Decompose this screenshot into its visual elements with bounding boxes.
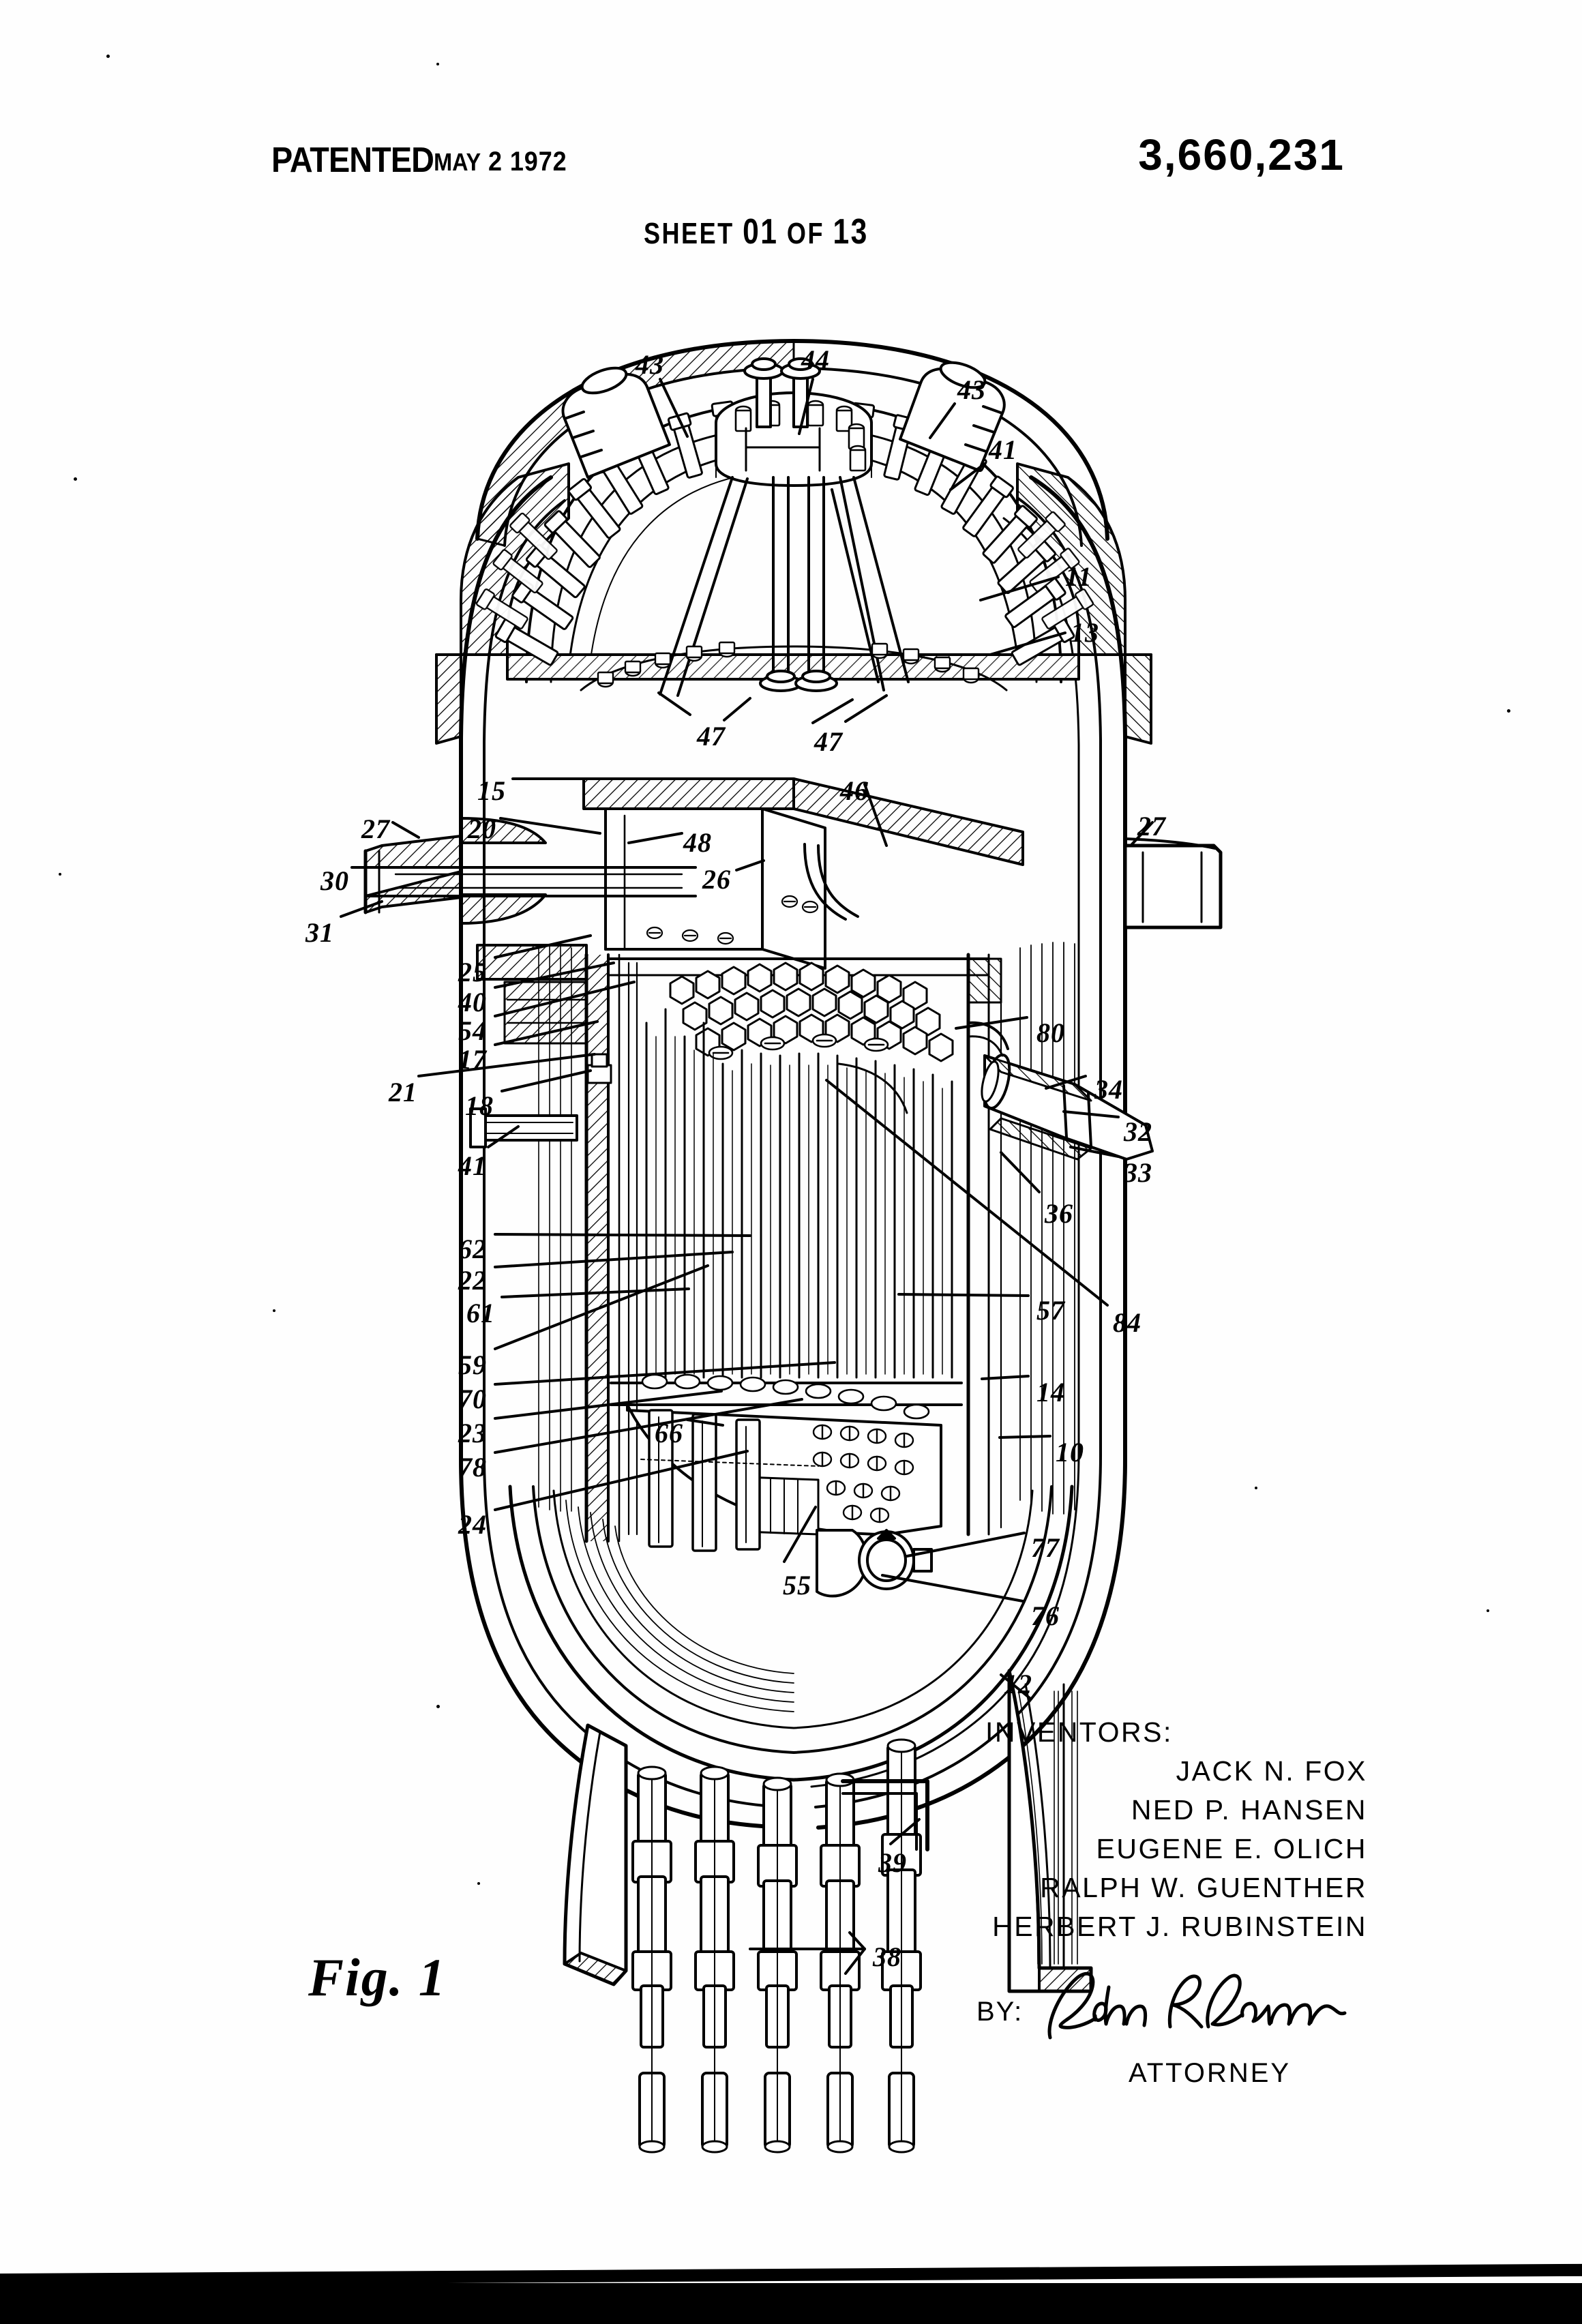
scan-speck — [59, 873, 61, 876]
callout-25: 25 — [458, 957, 487, 987]
patented-date-line: PATENTEDMAY 2 1972 — [271, 140, 567, 181]
callout-47: 47 — [814, 726, 843, 757]
patented-date: 2 1972 — [488, 147, 567, 177]
scan-speck — [273, 1309, 275, 1312]
callout-76: 76 — [1031, 1600, 1060, 1631]
inventors-block: INVENTORS: JACK N. FOX NED P. HANSEN EUG… — [985, 1713, 1367, 1946]
sheet-number: 01 — [743, 212, 779, 252]
callout-57: 57 — [1036, 1295, 1065, 1326]
callout-41: 41 — [458, 1150, 487, 1181]
callout-59: 59 — [458, 1350, 487, 1380]
callout-31: 31 — [305, 917, 334, 948]
sheet-line: SHEET 01 OF 13 — [644, 211, 869, 252]
callout-62: 62 — [458, 1234, 487, 1264]
inventors-title: INVENTORS: — [985, 1716, 1173, 1748]
callout-17: 17 — [458, 1044, 487, 1075]
callout-33: 33 — [1124, 1157, 1152, 1188]
callout-48: 48 — [683, 827, 712, 858]
attorney-by-label: BY: — [976, 1997, 1024, 2027]
callout-47: 47 — [697, 721, 726, 751]
callout-20: 20 — [468, 814, 496, 844]
callout-14: 14 — [1036, 1377, 1065, 1407]
callout-32: 32 — [1124, 1116, 1152, 1147]
callout-70: 70 — [458, 1384, 487, 1414]
callout-43: 43 — [957, 374, 986, 405]
attorney-role-label: ATTORNEY — [1129, 2058, 1292, 2088]
callout-38: 38 — [873, 1941, 901, 1972]
scan-speck — [477, 1882, 480, 1885]
inventor-name-2: NED P. HANSEN — [1131, 1794, 1367, 1826]
inventor-name-1: JACK N. FOX — [1176, 1755, 1367, 1787]
scan-speck — [74, 477, 77, 481]
callout-36: 36 — [1045, 1198, 1073, 1229]
callout-55: 55 — [783, 1570, 811, 1600]
scan-speck — [436, 1705, 440, 1708]
inventor-name-5: HERBERT J. RUBINSTEIN — [992, 1911, 1367, 1942]
callout-22: 22 — [458, 1265, 487, 1296]
callout-15: 15 — [477, 775, 506, 806]
attorney-signature — [1047, 1971, 1347, 2040]
scan-speck — [1507, 709, 1510, 713]
scan-speck — [436, 63, 439, 65]
callout-27: 27 — [361, 814, 390, 844]
callout-77: 77 — [1031, 1532, 1060, 1563]
callout-30: 30 — [320, 865, 349, 896]
callout-84: 84 — [1113, 1307, 1141, 1338]
callout-10: 10 — [1056, 1437, 1084, 1468]
scan-speck — [1255, 1487, 1257, 1489]
callout-46: 46 — [840, 775, 869, 806]
callout-23: 23 — [458, 1418, 487, 1448]
callout-12: 12 — [1004, 1669, 1032, 1699]
callout-44: 44 — [801, 344, 830, 375]
scan-speck — [1487, 1609, 1489, 1612]
callout-80: 80 — [1036, 1017, 1065, 1048]
callout-27: 27 — [1137, 811, 1166, 841]
callout-54: 54 — [458, 1015, 487, 1046]
callout-66: 66 — [655, 1418, 683, 1448]
figure-caption: Fig. 1 — [308, 1948, 447, 2007]
callout-18: 18 — [465, 1090, 494, 1121]
patented-month: MAY — [434, 148, 481, 176]
callout-21: 21 — [389, 1077, 417, 1107]
callout-34: 34 — [1094, 1074, 1123, 1105]
callout-39: 39 — [878, 1847, 907, 1878]
callout-41: 41 — [989, 434, 1017, 465]
sheet-label: SHEET — [644, 217, 734, 250]
patent-number: 3,660,231 — [1138, 130, 1345, 179]
callout-13: 13 — [1071, 617, 1099, 648]
callout-61: 61 — [466, 1298, 495, 1328]
sheet-of-label: OF — [786, 217, 824, 250]
patented-label: PATENTED — [271, 140, 434, 180]
callout-26: 26 — [702, 864, 731, 895]
callout-11: 11 — [1065, 561, 1092, 592]
callout-78: 78 — [458, 1452, 487, 1483]
callout-24: 24 — [458, 1509, 487, 1540]
scan-speck — [106, 55, 110, 58]
scan-edge-band — [0, 2283, 1582, 2324]
callout-43: 43 — [636, 349, 664, 380]
inventor-name-4: RALPH W. GUENTHER — [1040, 1872, 1367, 1903]
inventor-name-3: EUGENE E. OLICH — [1096, 1833, 1367, 1864]
callout-40: 40 — [458, 987, 487, 1017]
sheet-total: 13 — [833, 212, 869, 252]
